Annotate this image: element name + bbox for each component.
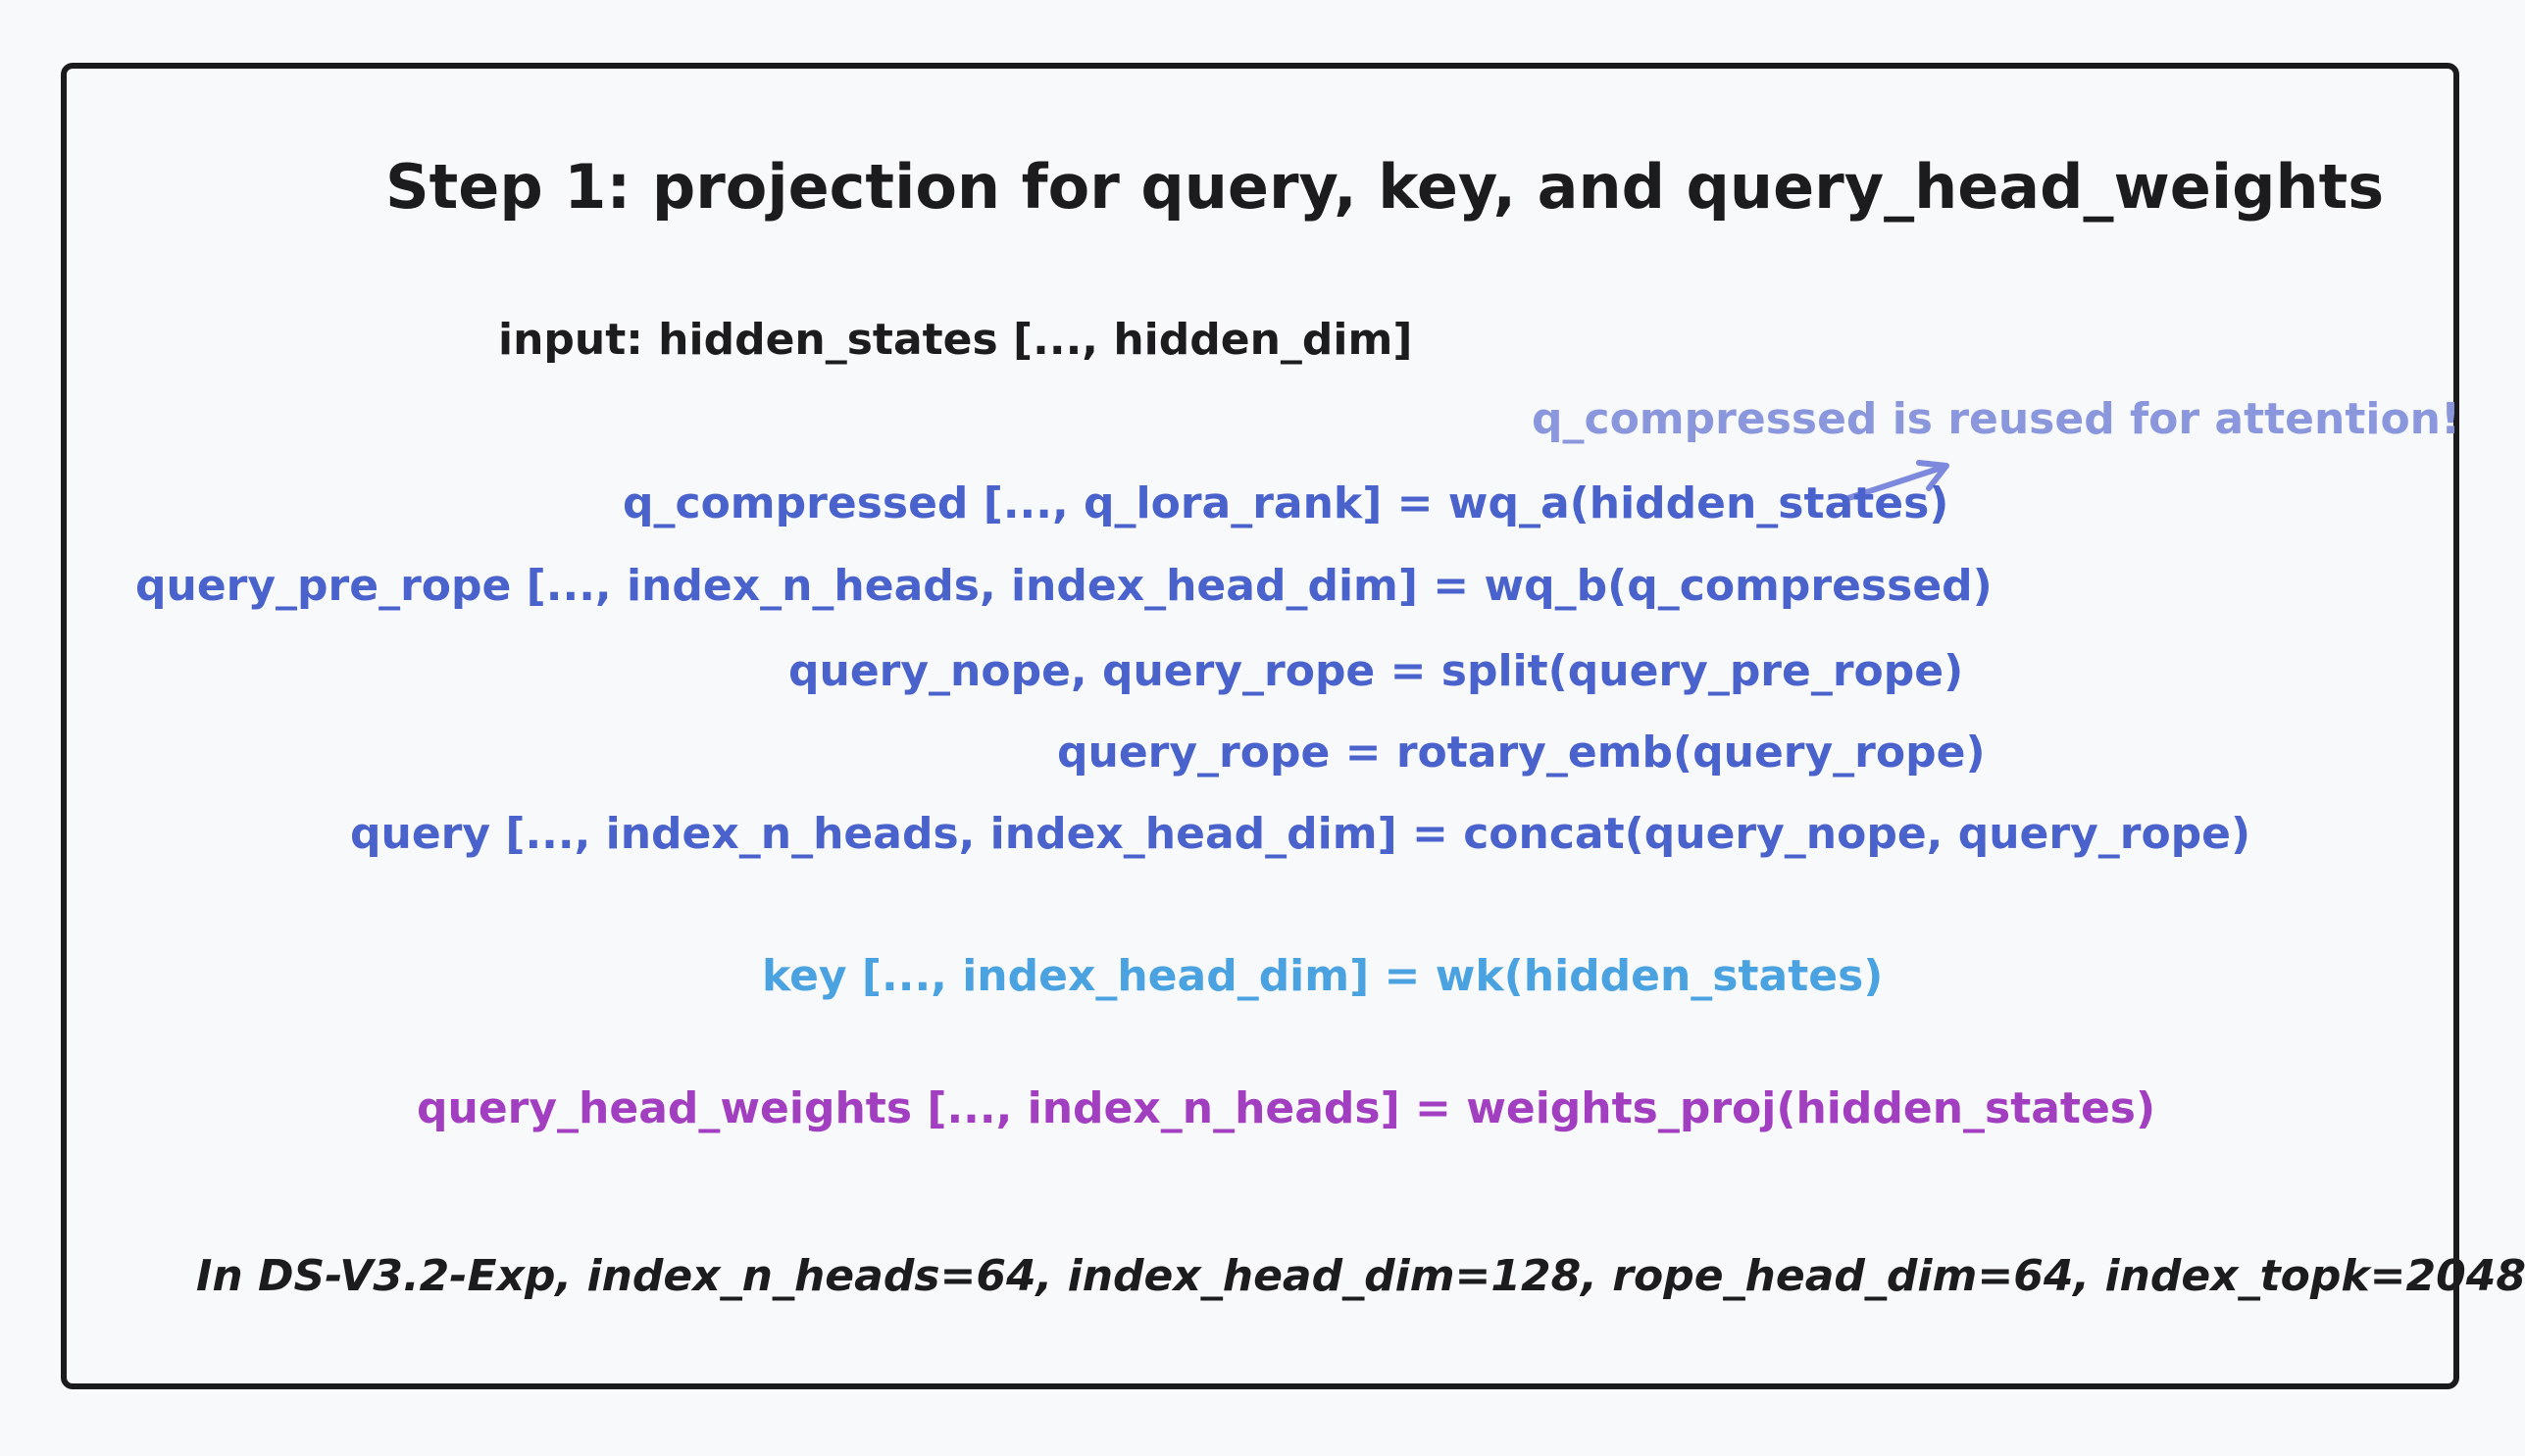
- query-head-weights-line: query_head_weights [..., index_n_heads] …: [417, 1083, 2156, 1133]
- query-split-line: query_nope, query_rope = split(query_pre…: [788, 646, 1964, 696]
- q-compressed-line: q_compressed [..., q_lora_rank] = wq_a(h…: [623, 478, 1949, 528]
- input-line: input: hidden_states [..., hidden_dim]: [498, 315, 1413, 365]
- reuse-arrow-icon: [1845, 460, 1949, 501]
- diagram-title: Step 1: projection for query, key, and q…: [385, 151, 2385, 223]
- diagram-frame: [61, 63, 2459, 1389]
- query-concat-line: query [..., index_n_heads, index_head_di…: [350, 809, 2251, 859]
- query-pre-rope-line: query_pre_rope [..., index_n_heads, inde…: [135, 561, 1993, 611]
- query-rotary-line: query_rope = rotary_emb(query_rope): [1057, 728, 1986, 778]
- reuse-note: q_compressed is reused for attention!: [1532, 394, 2461, 444]
- config-footer: In DS-V3.2-Exp, index_n_heads=64, index_…: [196, 1251, 2525, 1301]
- key-line: key [..., index_head_dim] = wk(hidden_st…: [762, 951, 1884, 1001]
